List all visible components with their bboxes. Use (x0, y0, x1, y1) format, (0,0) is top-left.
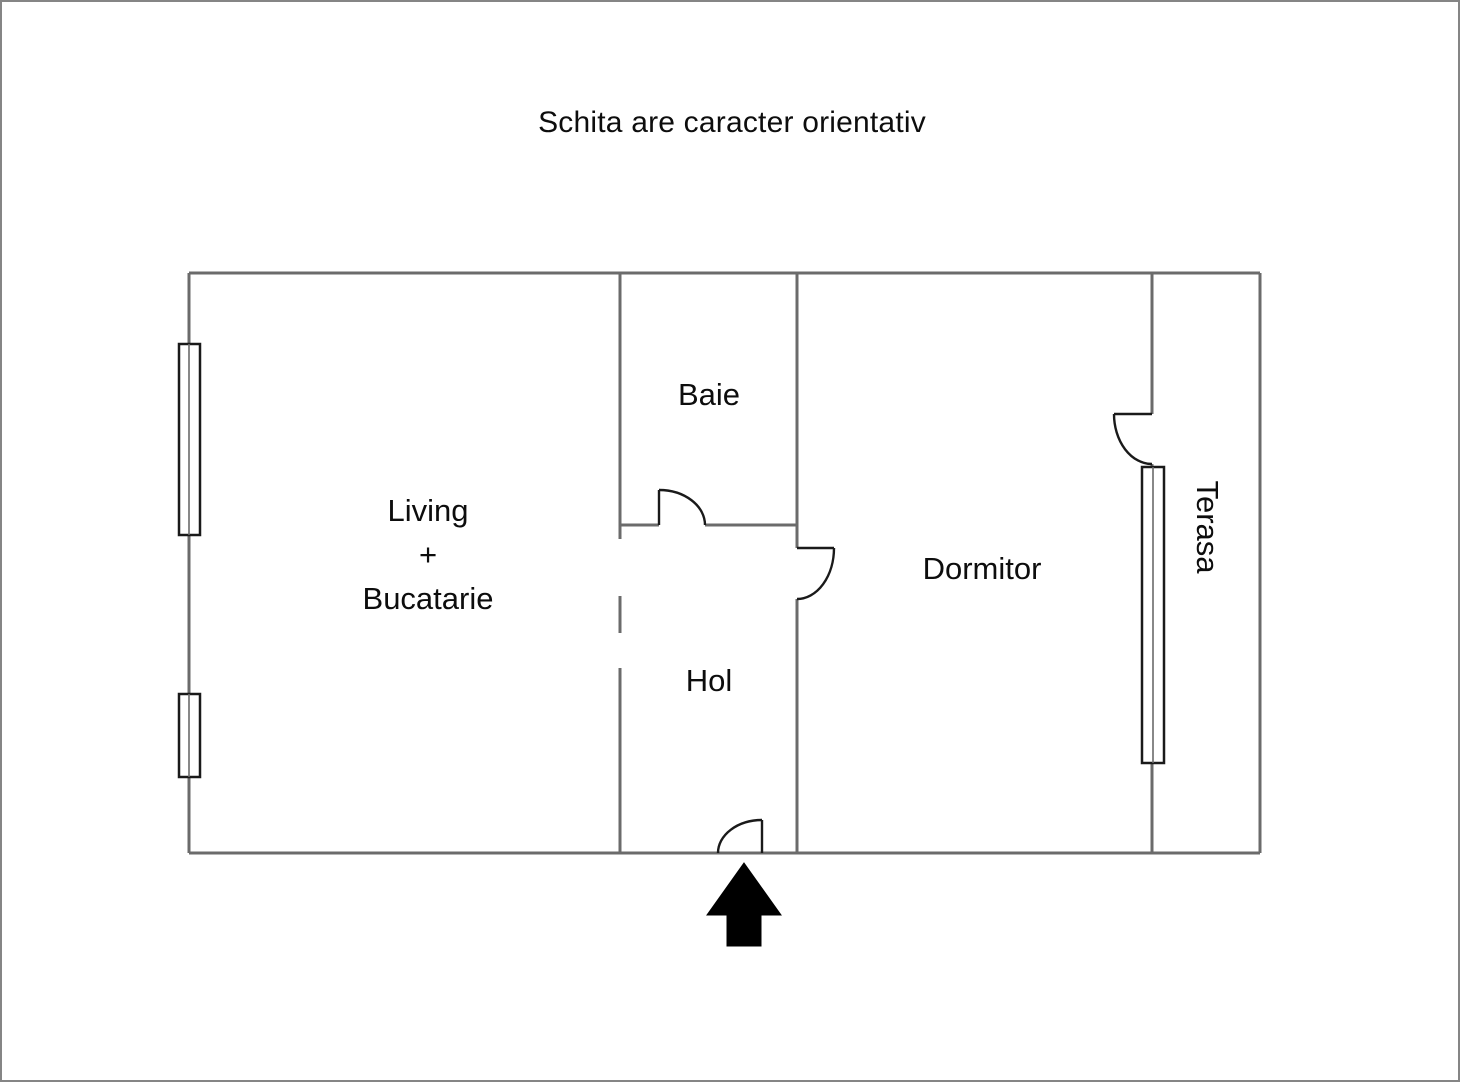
room-label-baie: Baie (677, 377, 741, 412)
room-label-terasa: Terasa (1190, 480, 1225, 574)
entrance-door-swing-arc (716, 818, 763, 854)
dormitor-door (796, 546, 836, 601)
living-window-upper (177, 342, 202, 537)
arrow-up-icon (706, 862, 782, 947)
dormitor-door-swing-arc (796, 547, 836, 601)
baie-door (657, 488, 707, 526)
room-label-living-bucatarie: Living + Bucatarie (258, 489, 598, 621)
living-window-lower (177, 692, 202, 779)
terasa-door-swing-arc (1112, 413, 1153, 466)
page-title: Schita are caracter orientativ (538, 106, 926, 139)
room-label-living-line2: + (418, 537, 438, 572)
entrance-door (716, 818, 764, 854)
room-label-living-line3: Bucatarie (362, 581, 494, 616)
room-label-dormitor: Dormitor (922, 551, 1042, 586)
baie-door-swing-arc (658, 488, 707, 526)
room-label-hol: Hol (685, 663, 733, 698)
terasa-door (1112, 412, 1153, 466)
terasa-glazing (1140, 465, 1166, 765)
room-label-living-line1: Living (387, 493, 469, 528)
